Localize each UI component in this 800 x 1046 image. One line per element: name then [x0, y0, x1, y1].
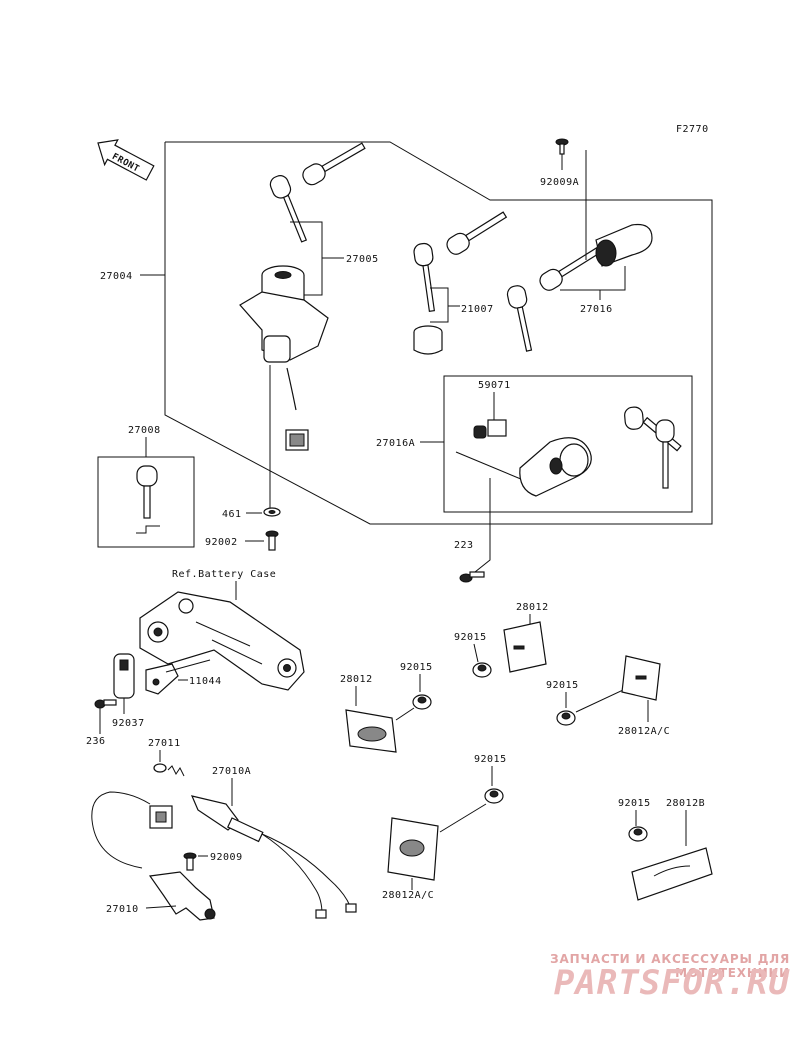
- watermark-tagline: ЗАПЧАСТИ И АКСЕССУАРЫ ДЛЯ МОТОТЕХНИКИ: [550, 952, 790, 980]
- reflector-icon: [621, 655, 661, 701]
- nut-icon: [484, 788, 504, 804]
- label-92015-low: 92015: [474, 754, 507, 765]
- label-27011: 27011: [148, 738, 181, 749]
- washer-icon: [263, 507, 281, 517]
- reflector-icon: [631, 847, 713, 901]
- label-27005: 27005: [346, 254, 379, 265]
- screw-icon: [183, 852, 197, 871]
- lock-cylinder-icon: [595, 223, 653, 267]
- label-27016: 27016: [580, 304, 613, 315]
- label-92009: 92009: [210, 852, 243, 863]
- figure-code: F2770: [676, 124, 709, 135]
- battery-case-bracket-icon: [139, 591, 305, 691]
- label-27016A: 27016A: [376, 438, 415, 449]
- nut-icon: [556, 710, 576, 726]
- switch-sensor-icon: [91, 791, 216, 921]
- key-icon: [655, 419, 675, 489]
- switch-sensor-icon: [190, 795, 357, 919]
- reference-note: Ref.Battery Case: [172, 569, 276, 580]
- label-27010: 27010: [106, 904, 139, 915]
- switch-bracket-11044: [145, 663, 179, 695]
- key-icon: [413, 242, 436, 313]
- reflector-icon: [503, 621, 547, 673]
- label-28012-left: 28012: [340, 674, 373, 685]
- screw-icon: [555, 138, 569, 155]
- label-11044: 11044: [189, 676, 222, 687]
- nut-icon: [473, 419, 507, 439]
- watermark-brand: PARTSFOR.RU: [553, 963, 790, 1003]
- label-27008: 27008: [128, 425, 161, 436]
- label-92015-left: 92015: [400, 662, 433, 673]
- label-59071: 59071: [478, 380, 511, 391]
- key-icon: [302, 142, 366, 186]
- screw-icon: [94, 699, 117, 709]
- label-28012AC-right: 28012A/C: [618, 726, 670, 737]
- label-92002: 92002: [205, 537, 238, 548]
- label-92015-mid: 92015: [454, 632, 487, 643]
- label-27004: 27004: [100, 271, 133, 282]
- front-arrow-icon: FRONT: [97, 139, 155, 181]
- assembly-outline-27004: [140, 141, 713, 525]
- plate-92037: [113, 653, 135, 699]
- nut-icon: [472, 662, 492, 678]
- label-92009A: 92009A: [540, 177, 579, 188]
- label-28012-mid: 28012: [516, 602, 549, 613]
- nut-icon: [628, 826, 648, 842]
- lock-cylinder-icon: [455, 437, 592, 497]
- screw-icon: [265, 530, 279, 551]
- label-236: 236: [86, 736, 106, 747]
- switch-sensor-icon: [153, 763, 185, 777]
- label-28012AC-low: 28012A/C: [382, 890, 434, 901]
- label-223: 223: [454, 540, 474, 551]
- label-92015-right: 92015: [546, 680, 579, 691]
- label-28012B: 28012B: [666, 798, 705, 809]
- key-icon: [539, 247, 601, 291]
- reflector-icon: [387, 817, 439, 881]
- key-icon: [269, 175, 308, 243]
- ignition-switch-icon: [239, 265, 329, 451]
- key-icon: [506, 285, 533, 352]
- key-icon: [136, 465, 158, 519]
- reflector-icon: [345, 709, 397, 753]
- key-icon: [446, 211, 508, 255]
- label-461: 461: [222, 509, 242, 520]
- label-92015-br: 92015: [618, 798, 651, 809]
- label-21007: 21007: [461, 304, 494, 315]
- nut-icon: [412, 694, 432, 710]
- screw-icon: [459, 571, 485, 583]
- label-92037: 92037: [112, 718, 145, 729]
- label-27010A: 27010A: [212, 766, 251, 777]
- lock-cylinder-icon: [413, 325, 443, 355]
